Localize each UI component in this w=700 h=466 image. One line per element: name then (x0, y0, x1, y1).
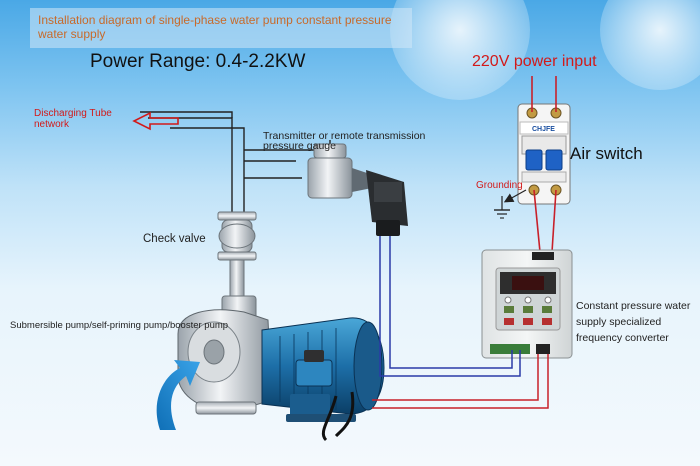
grounding-label: Grounding (476, 180, 523, 191)
power-range-label: Power Range: 0.4-2.2KW (90, 51, 306, 72)
converter-label: Constant pressure water supply specializ… (576, 300, 691, 344)
air-switch-label: Air switch (570, 144, 643, 163)
motor-power-wires (372, 354, 549, 409)
breaker-brand: CHJFE (532, 126, 555, 133)
check-valve-label: Check valve (143, 233, 206, 245)
discharge-label: Discharging Tube network (34, 108, 112, 130)
signal-wires (379, 236, 521, 377)
pump-label: Submersible pump/self-priming pump/boost… (10, 320, 229, 331)
pump-motor (261, 317, 385, 442)
grounding-symbol (494, 189, 527, 219)
discharge-arrow (132, 111, 179, 131)
check-valve (217, 211, 257, 297)
transmitter-label: Transmitter or remote transmission press… (263, 130, 426, 152)
pressure-transmitter (307, 143, 408, 236)
power-input-label: 220V power input (472, 53, 597, 70)
discharge-pipe-lines (140, 111, 331, 212)
inlet-arrow (156, 360, 200, 430)
title-banner (30, 8, 412, 48)
diagram-title: Installation diagram of single-phase wat… (38, 13, 392, 41)
air-switch-breaker: CHJFE (517, 103, 571, 205)
frequency-converter (481, 249, 573, 359)
pump-head (177, 295, 273, 415)
power-input-wires (531, 76, 557, 253)
